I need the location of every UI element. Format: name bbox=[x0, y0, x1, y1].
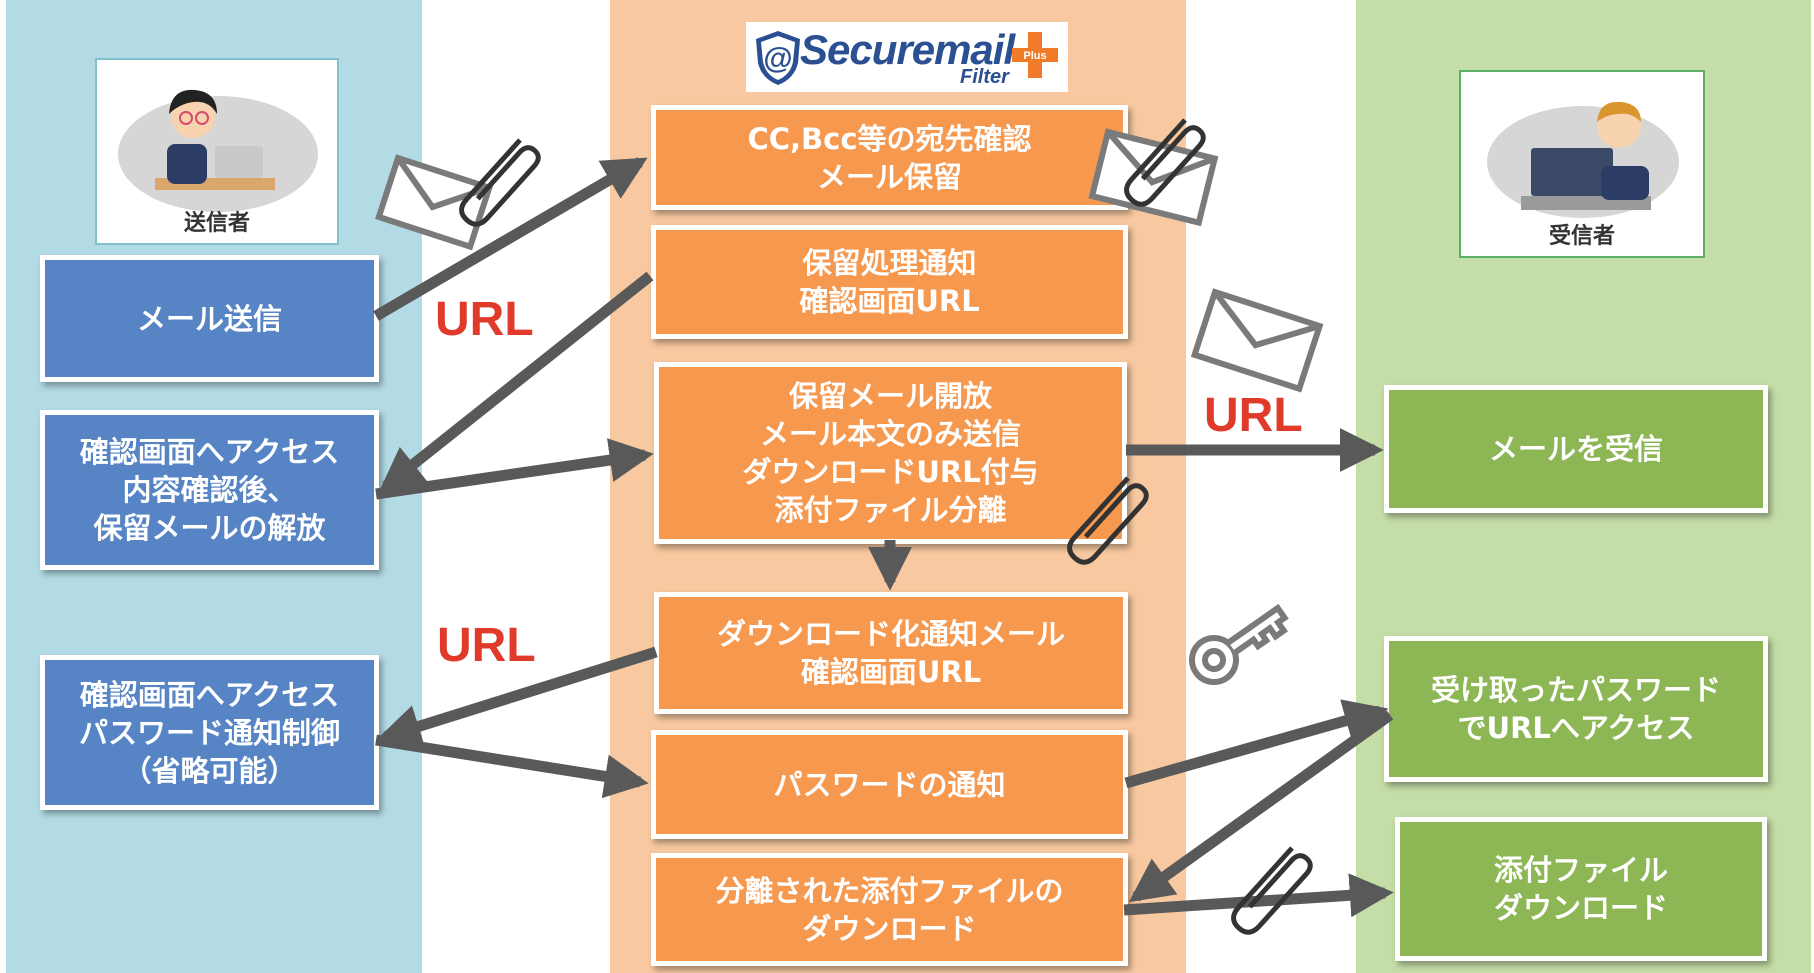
envelope-icon bbox=[1088, 128, 1219, 227]
receiver-card: 受信者 bbox=[1459, 70, 1705, 258]
url-label-release-mail: URL bbox=[1204, 389, 1303, 442]
arrow-password-to-receiver bbox=[1124, 699, 1389, 789]
arrow-send-to-hold bbox=[373, 157, 648, 321]
key-icon bbox=[1189, 603, 1289, 685]
url-label-hold-notice: URL bbox=[435, 293, 534, 346]
receiver-step-access: 受け取ったパスワード でURLへアクセス bbox=[1384, 636, 1768, 782]
receiver-step-receive: メールを受信 bbox=[1384, 385, 1768, 513]
shield-icon: @ bbox=[756, 31, 800, 85]
receiver-avatar bbox=[1487, 101, 1679, 218]
plus-badge-icon: Plus bbox=[1012, 32, 1058, 78]
arrow-receiver-to-attachment bbox=[1128, 710, 1394, 903]
service-step-attachment-download: 分離された添付ファイルの ダウンロード bbox=[651, 853, 1128, 966]
paperclip-icon bbox=[1067, 476, 1149, 565]
logo-text: Securemail bbox=[800, 26, 1015, 73]
service-step-password-notice: パスワードの通知 bbox=[651, 730, 1128, 839]
sender-label: 送信者 bbox=[183, 211, 250, 236]
arrow-release-to-service bbox=[375, 438, 654, 500]
receiver-label: 受信者 bbox=[1548, 224, 1615, 249]
sender-card: 送信者 bbox=[95, 58, 339, 245]
paperclip-icon bbox=[459, 138, 541, 227]
envelope-icon bbox=[1190, 288, 1324, 393]
arrow-download-notice-to-sender bbox=[376, 646, 658, 748]
arrow-control-to-password bbox=[375, 734, 649, 799]
paperclip-icon bbox=[1124, 118, 1206, 207]
url-label-download-notice: URL bbox=[437, 619, 536, 672]
sender-step-send: メール送信 bbox=[40, 255, 379, 382]
service-step-hold: CC,Bcc等の宛先確認 メール保留 bbox=[651, 105, 1128, 210]
svg-text:@: @ bbox=[763, 42, 792, 75]
service-step-download-notice: ダウンロード化通知メール 確認画面URL bbox=[654, 592, 1128, 714]
arrow-hold-notice-to-sender bbox=[379, 271, 654, 492]
envelope-icon bbox=[375, 154, 494, 251]
sender-avatar bbox=[118, 89, 318, 212]
sender-step-password-control: 確認画面へアクセス パスワード通知制御 （省略可能） bbox=[40, 655, 379, 810]
logo-subtext: Filter bbox=[960, 66, 1009, 88]
securemail-logo: @ Securemail Filter Plus bbox=[746, 22, 1068, 92]
paperclip-icon bbox=[1231, 846, 1313, 935]
svg-text:Plus: Plus bbox=[1023, 50, 1046, 62]
receiver-step-download: 添付ファイル ダウンロード bbox=[1395, 817, 1767, 961]
service-step-hold-notice: 保留処理通知 確認画面URL bbox=[651, 225, 1128, 339]
sender-step-release: 確認画面へアクセス 内容確認後、 保留メールの解放 bbox=[40, 410, 379, 570]
